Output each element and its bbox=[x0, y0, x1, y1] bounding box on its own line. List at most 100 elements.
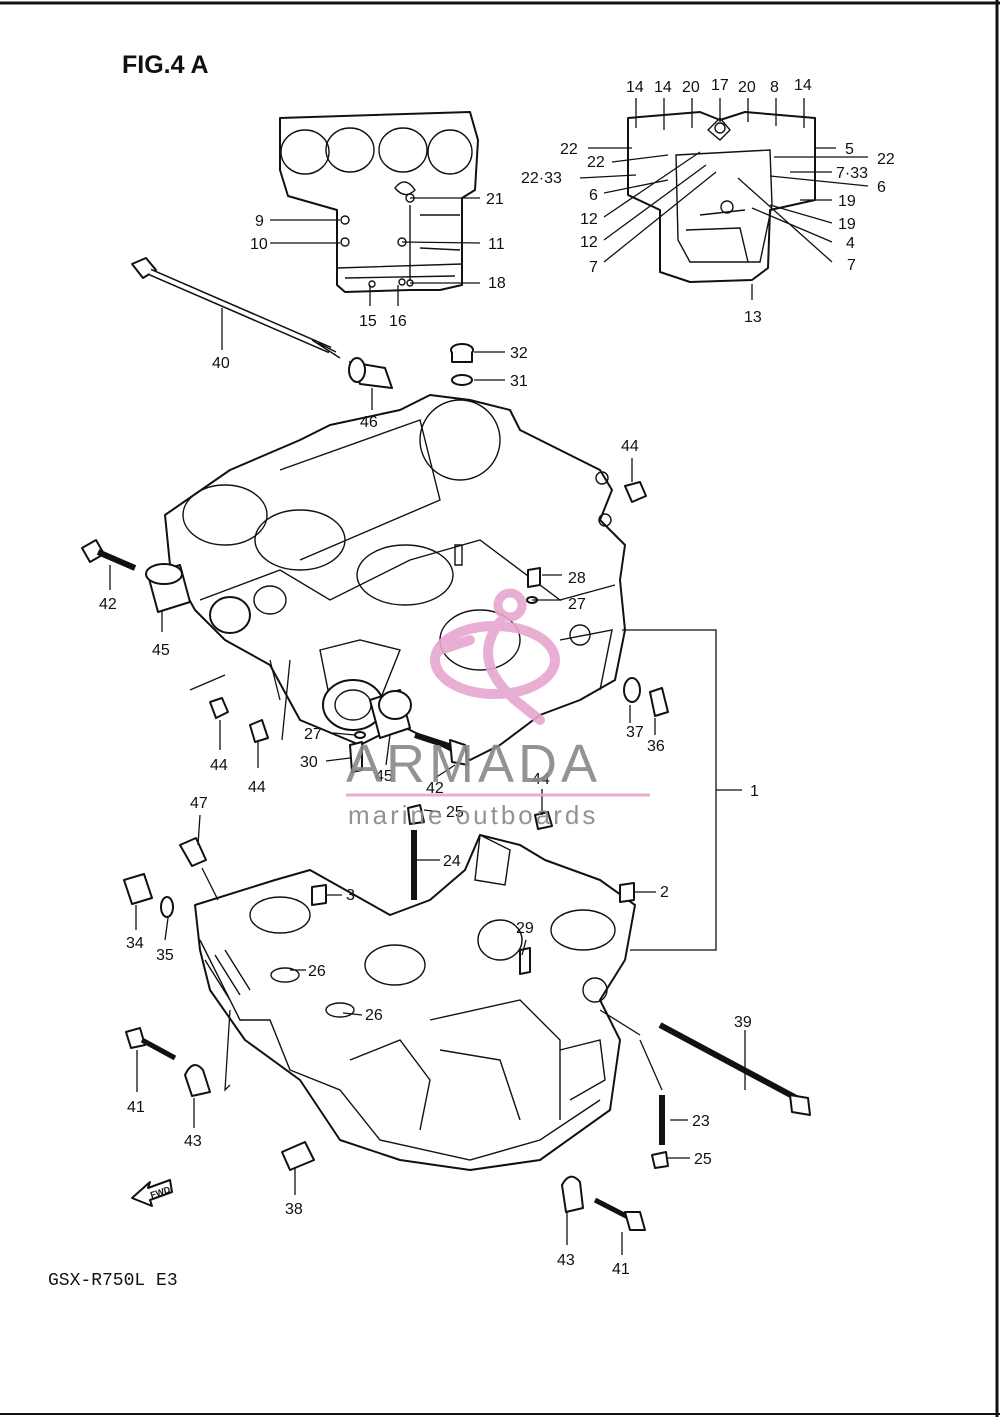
nut-44-d bbox=[534, 811, 553, 830]
lower-crankcase bbox=[194, 833, 636, 1171]
callout-label: 15 bbox=[359, 313, 377, 330]
callout-label: 22 bbox=[877, 151, 895, 168]
bolt-41-right-head bbox=[624, 1211, 646, 1231]
plug-36 bbox=[649, 687, 669, 717]
callout-label: 20 bbox=[682, 79, 700, 96]
callout-label: 16 bbox=[389, 313, 407, 330]
inset-lower-case bbox=[627, 111, 816, 283]
callout-label: 44 bbox=[210, 757, 228, 774]
callout-label: 25 bbox=[446, 804, 464, 821]
figure-title: FIG.4 A bbox=[122, 51, 209, 79]
callout-label: 22 bbox=[587, 154, 605, 171]
callout-label: 45 bbox=[375, 768, 393, 785]
callout-label: 25 bbox=[694, 1151, 712, 1168]
callout-label: 23 bbox=[692, 1113, 710, 1130]
callout-label: 11 bbox=[488, 236, 505, 253]
callout-label: 7·33 bbox=[836, 165, 868, 182]
dowel-3 bbox=[311, 884, 327, 906]
drain-plug-34 bbox=[123, 873, 153, 905]
callout-label: 42 bbox=[99, 596, 117, 613]
bolt-42-center bbox=[414, 732, 469, 766]
clamp-43-right bbox=[561, 1175, 584, 1213]
callout-label: 38 bbox=[285, 1201, 303, 1218]
bolt-42-left bbox=[81, 539, 137, 571]
nut-44-a bbox=[624, 481, 647, 503]
callout-label: 4 bbox=[846, 235, 855, 252]
oil-pressure-switch-47 bbox=[179, 837, 207, 867]
nozzle-30 bbox=[349, 741, 363, 773]
nozzle-29 bbox=[519, 947, 531, 975]
callout-label: 32 bbox=[510, 345, 528, 362]
model-code: GSX-R750L E3 bbox=[48, 1271, 178, 1291]
inset-upper-case bbox=[279, 111, 479, 293]
callout-label: 6 bbox=[877, 179, 886, 196]
callout-label: 5 bbox=[845, 141, 854, 158]
callout-label: 14 bbox=[654, 79, 672, 96]
callout-label: 26 bbox=[365, 1007, 383, 1024]
callout-label: 8 bbox=[770, 79, 779, 96]
callout-label: 39 bbox=[734, 1014, 752, 1031]
callout-label: 24 bbox=[443, 853, 461, 870]
callout-label: 37 bbox=[626, 724, 644, 741]
callout-label: 42 bbox=[426, 780, 444, 797]
callout-label: 19 bbox=[838, 216, 856, 233]
callout-label: 19 bbox=[838, 193, 856, 210]
callout-label: 14 bbox=[626, 79, 644, 96]
bearing-45-lower bbox=[369, 689, 412, 739]
callout-label: 34 bbox=[126, 935, 144, 952]
callout-label: 12 bbox=[580, 211, 598, 228]
bolt-41-right bbox=[593, 1197, 632, 1221]
callout-label: 18 bbox=[488, 275, 506, 292]
callout-label: 44 bbox=[532, 771, 550, 788]
nut-25-b bbox=[651, 1151, 669, 1169]
callout-label: 3 bbox=[346, 887, 355, 904]
callout-label: 22·33 bbox=[521, 170, 562, 187]
watermark-brand: ARMADA bbox=[346, 734, 601, 794]
callout-label: 43 bbox=[557, 1252, 575, 1269]
bearing-45-upper bbox=[145, 563, 191, 613]
callout-label: 7 bbox=[847, 257, 856, 274]
callout-label: 13 bbox=[744, 309, 762, 326]
callout-label: 28 bbox=[568, 570, 586, 587]
callout-label: 44 bbox=[248, 779, 266, 796]
callout-label: 6 bbox=[589, 187, 598, 204]
nut-44-c bbox=[249, 719, 269, 743]
callout-label: 44 bbox=[621, 438, 639, 455]
callout-label: 43 bbox=[184, 1133, 202, 1150]
nut-44-b bbox=[209, 697, 229, 719]
bolt-39-head bbox=[789, 1094, 811, 1116]
callout-label: 1 bbox=[750, 783, 759, 800]
callout-label: 47 bbox=[190, 795, 208, 812]
bolt-41-left bbox=[140, 1037, 177, 1061]
callout-label: 20 bbox=[738, 79, 756, 96]
bolt-39 bbox=[658, 1022, 802, 1103]
watermark: ARMADA marine outboards bbox=[346, 588, 650, 830]
callout-label: 12 bbox=[580, 234, 598, 251]
callout-label: 45 bbox=[152, 642, 170, 659]
callout-label: 36 bbox=[647, 738, 665, 755]
gasket-35 bbox=[160, 896, 174, 918]
callout-labels: 14 14 20 17 20 8 14 22 22 22·33 6 12 12 … bbox=[99, 77, 895, 1278]
nut-25-a bbox=[407, 804, 425, 825]
callout-label: 27 bbox=[304, 726, 322, 743]
callout-label: 35 bbox=[156, 947, 174, 964]
callout-label: 17 bbox=[711, 77, 729, 94]
callout-label: 31 bbox=[510, 373, 528, 390]
callout-label: 46 bbox=[360, 414, 378, 431]
clamp-43-left bbox=[184, 1064, 211, 1097]
callout-label: 41 bbox=[127, 1099, 145, 1116]
callout-label: 26 bbox=[308, 963, 326, 980]
callout-label: 30 bbox=[300, 754, 318, 771]
callout-label: 22 bbox=[560, 141, 578, 158]
nozzle-28 bbox=[527, 567, 541, 588]
callout-label: 10 bbox=[250, 236, 268, 253]
leader-lines bbox=[109, 98, 869, 1255]
washer-37 bbox=[623, 677, 641, 703]
callout-label: 27 bbox=[568, 596, 586, 613]
callout-label: 40 bbox=[212, 355, 230, 372]
through-bolt-40 bbox=[131, 257, 341, 359]
dowel-46 bbox=[348, 357, 393, 389]
plug-32 bbox=[450, 343, 474, 386]
